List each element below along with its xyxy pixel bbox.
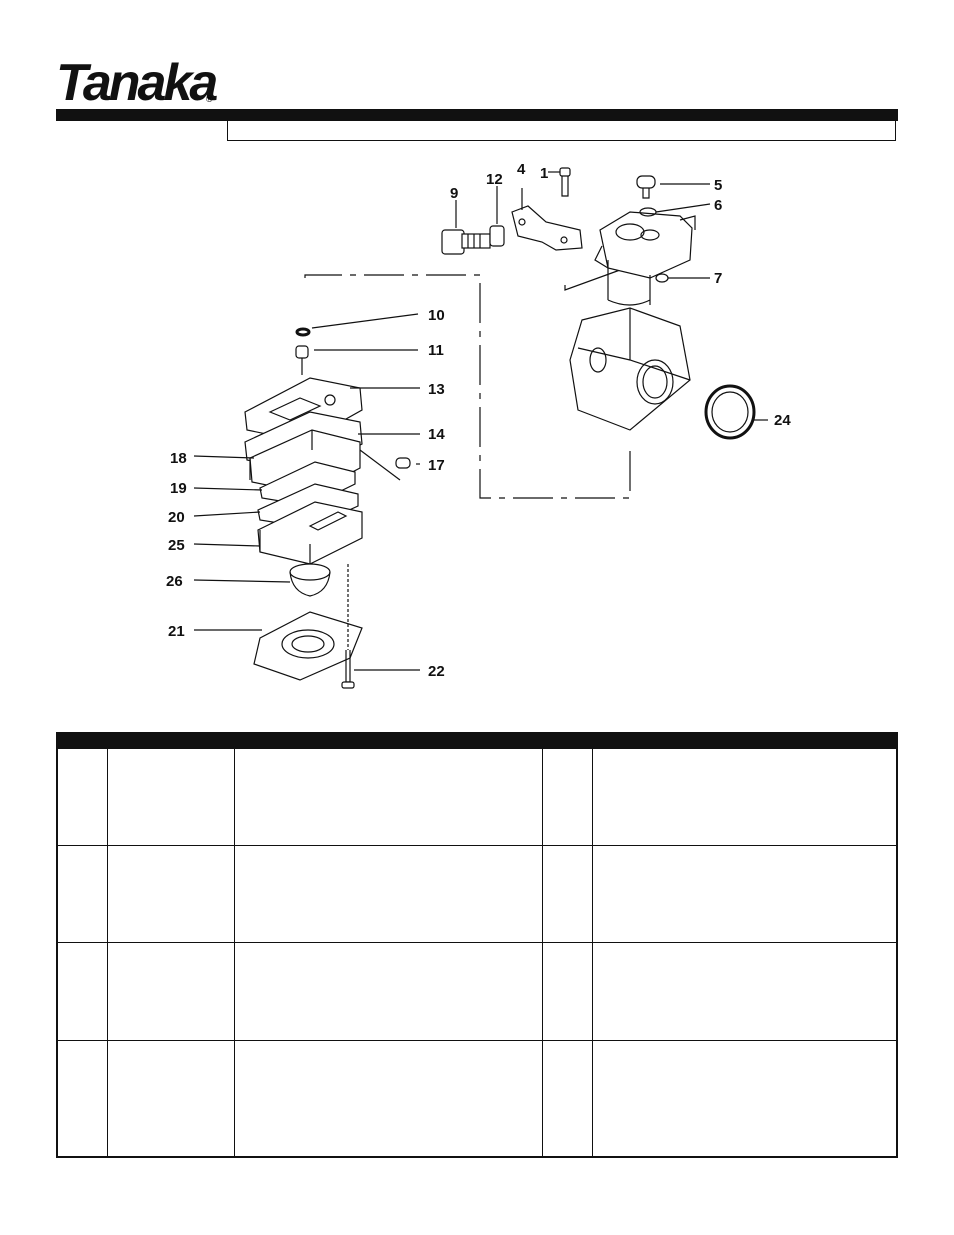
title-box [227, 121, 896, 141]
callout-7: 7 [714, 270, 722, 287]
header-rule [56, 109, 898, 121]
leader-line [193, 579, 291, 583]
table-row [56, 747, 898, 847]
callout-13: 13 [428, 381, 445, 398]
table-cell [56, 845, 108, 944]
part-26-cup [289, 563, 331, 597]
callout-1: 1 [540, 165, 548, 182]
part-11-needle [295, 345, 309, 375]
table-cell [541, 845, 593, 944]
callout-11: 11 [428, 342, 444, 359]
part-1-screw [559, 167, 571, 197]
table-cell [233, 747, 543, 847]
table-cell [106, 747, 235, 847]
callout-10: 10 [428, 307, 445, 324]
leader-line [193, 487, 263, 491]
part-12-nut [489, 225, 505, 247]
carburetor-exploded-diagram: 1 4 5 6 7 9 10 11 12 13 14 17 18 19 20 2… [166, 161, 791, 689]
callout-21: 21 [168, 623, 185, 640]
callout-4: 4 [517, 161, 526, 178]
table-cell [591, 747, 898, 847]
tanaka-logo: Tanaka ® [56, 54, 220, 108]
leader-line [193, 543, 261, 547]
part-4-bracket [511, 205, 583, 251]
callout-5: 5 [714, 177, 722, 194]
table-row [56, 942, 898, 1041]
parts-table-header [56, 732, 898, 748]
part-7-washer [655, 273, 669, 283]
carburetor-main-body [569, 307, 691, 431]
callout-19: 19 [170, 480, 187, 497]
callout-12: 12 [486, 171, 503, 188]
assembly-guide-line [304, 274, 631, 499]
leader-line [193, 455, 255, 459]
callout-20: 20 [168, 509, 185, 526]
table-cell [541, 1039, 593, 1158]
parts-table [56, 747, 898, 1158]
leader-line [655, 203, 711, 213]
carburetor-upper-body [594, 211, 696, 306]
table-cell [541, 942, 593, 1041]
callout-14: 14 [428, 426, 445, 443]
table-cell [233, 845, 543, 944]
callout-6: 6 [714, 197, 722, 214]
table-cell [106, 942, 235, 1041]
part-17-plug [359, 449, 411, 481]
table-cell [56, 942, 108, 1041]
registered-mark: ® [206, 94, 213, 104]
callout-26: 26 [166, 573, 183, 590]
table-cell [541, 747, 593, 847]
table-cell [106, 845, 235, 944]
assembly-guide-line [564, 269, 621, 291]
part-10-oring [295, 327, 311, 337]
callout-25: 25 [168, 537, 185, 554]
callout-9: 9 [450, 185, 458, 202]
table-cell [591, 845, 898, 944]
table-row [56, 845, 898, 944]
table-row [56, 1039, 898, 1158]
part-24-seal [704, 384, 756, 440]
callout-24: 24 [774, 412, 791, 429]
part-22-screw [341, 564, 355, 689]
callout-18: 18 [170, 450, 187, 467]
table-cell [233, 942, 543, 1041]
part-9-fitting [441, 229, 491, 255]
table-cell [591, 942, 898, 1041]
callout-17: 17 [428, 457, 445, 474]
table-cell [56, 1039, 108, 1158]
leader-line [311, 313, 419, 329]
part-5-screw [636, 175, 656, 199]
part-25-lower-body [257, 501, 363, 565]
table-cell [591, 1039, 898, 1158]
leader-line [193, 511, 261, 517]
table-cell [106, 1039, 235, 1158]
logo-text: Tanaka [56, 54, 217, 108]
table-cell [233, 1039, 543, 1158]
callout-22: 22 [428, 663, 445, 680]
table-cell [56, 747, 108, 847]
